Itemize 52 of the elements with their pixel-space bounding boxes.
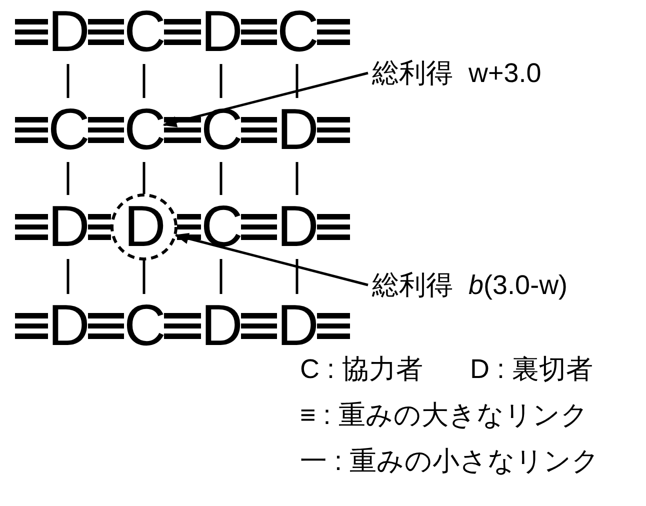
strategy-letter: D — [48, 0, 88, 64]
strategy-letter: C — [48, 98, 88, 162]
legend-text: ≡ : 重みの大きなリンク — [300, 399, 588, 432]
triple-line-link — [15, 19, 48, 45]
link-line — [142, 162, 146, 194]
strategy-letter: C — [124, 294, 164, 358]
triple-line-link — [177, 214, 201, 240]
link-line — [66, 64, 70, 98]
strategy-letter: C — [201, 195, 241, 259]
strategy-letter: D — [48, 294, 88, 358]
strategy-letter: C — [124, 98, 164, 162]
strategy-letter: D — [124, 195, 164, 259]
legend-text: D : 裏切者 — [470, 353, 594, 386]
legend-text: 一 : 重みの小さなリンク — [300, 445, 600, 478]
triple-line-link — [241, 313, 277, 339]
strategy-letter: D — [201, 294, 241, 358]
triple-line-link — [15, 117, 48, 143]
link-line — [142, 64, 146, 98]
link-line — [296, 64, 298, 98]
triple-line-link — [317, 19, 350, 45]
arrow — [174, 233, 368, 286]
triple-line-link — [164, 19, 201, 45]
strategy-letter: D — [201, 0, 241, 64]
strategy-letter: C — [124, 0, 164, 64]
triple-line-link — [164, 313, 201, 339]
link-line — [296, 259, 298, 294]
triple-line-link — [15, 313, 48, 339]
callout-text: 総利得 w+3.0 — [372, 56, 542, 90]
link-line — [220, 64, 222, 98]
strategy-letter: D — [48, 195, 88, 259]
triple-line-link — [241, 117, 277, 143]
triple-line-link — [88, 19, 124, 45]
strategy-letter: C — [277, 0, 317, 64]
triple-line-link — [88, 117, 124, 143]
link-line — [66, 259, 70, 294]
link-line — [220, 259, 222, 294]
link-line — [296, 162, 298, 195]
link-line — [220, 162, 222, 195]
triple-line-link — [88, 214, 111, 240]
triple-line-link — [317, 117, 350, 143]
strategy-letter: D — [277, 195, 317, 259]
strategy-letter: D — [277, 98, 317, 162]
callout-text: 総利得 b(3.0-w) — [372, 268, 568, 302]
triple-line-link — [241, 19, 277, 45]
triple-line-link — [164, 117, 201, 143]
triple-line-link — [317, 313, 350, 339]
triple-line-link — [88, 313, 124, 339]
arrow — [162, 72, 368, 128]
link-line — [66, 162, 70, 195]
link-line — [142, 260, 146, 294]
triple-line-link — [317, 214, 350, 240]
triple-line-link — [241, 214, 277, 240]
